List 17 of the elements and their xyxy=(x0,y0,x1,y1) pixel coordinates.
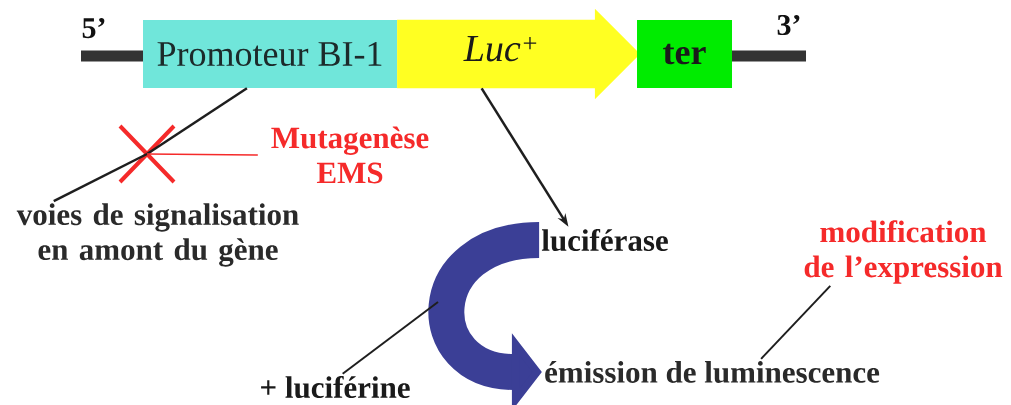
text-label: émission de luminescence xyxy=(545,361,880,383)
leader-line xyxy=(146,153,259,156)
text-label: Mutagenèse EMS xyxy=(271,126,429,184)
text-label: luciférase xyxy=(541,228,668,252)
strand-end-label: 5’ xyxy=(82,17,105,39)
leader-line xyxy=(760,284,832,360)
cross-mark xyxy=(118,124,176,184)
strand-end-label: 3’ xyxy=(777,14,800,36)
text-label: voies de signalisation en amont du gène xyxy=(16,203,299,267)
text-label: modification de l’expression xyxy=(804,220,1003,284)
connector-line xyxy=(146,87,248,156)
leader-line xyxy=(341,301,439,375)
connector-line xyxy=(53,152,148,203)
promoter-box: Promoteur BI-1 xyxy=(143,20,397,88)
gene-block: Luc$^{+}$ xyxy=(397,8,641,100)
text-label: + luciférine xyxy=(261,375,410,399)
terminator-box: ter xyxy=(637,20,732,88)
